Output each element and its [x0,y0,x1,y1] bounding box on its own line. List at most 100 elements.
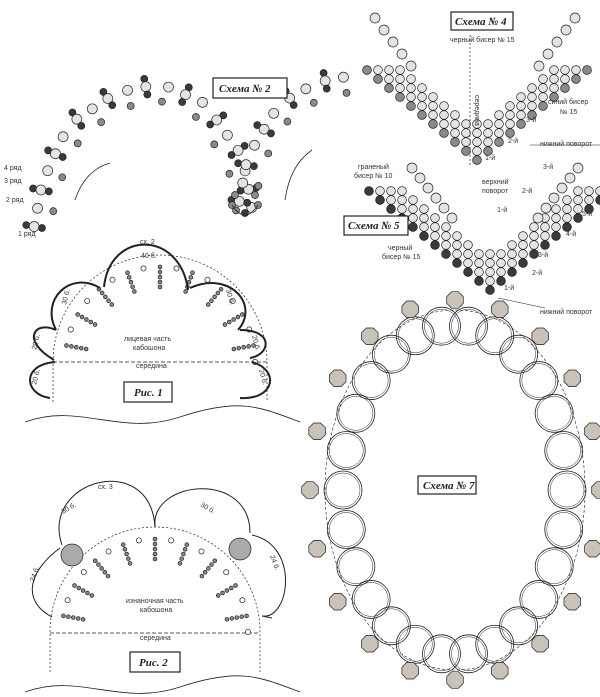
octagon-bead [361,327,379,345]
loop-30 [189,282,247,331]
bead [441,240,451,250]
bead [188,275,194,280]
bead [122,84,133,96]
scheme-7 [301,291,600,689]
bead [485,276,495,286]
scheme-4-title: Схема № 4 [455,16,507,28]
bead [68,108,77,117]
ring [351,580,391,619]
bead [472,146,482,156]
octagon-bead [308,422,326,440]
bead [430,222,440,232]
cabochon-back-label: изнаночная часть [126,598,184,605]
bead [483,137,493,147]
bead [80,617,86,622]
bead [538,83,548,93]
ring [351,361,391,400]
bead [206,566,211,571]
bead [237,177,249,189]
figure-2-title-box [129,651,181,673]
thread [231,204,259,216]
bead [212,558,218,564]
bead [463,267,473,277]
bead [215,290,221,296]
bead [83,346,89,352]
bead [319,69,328,77]
ring [534,547,574,587]
bead [538,92,548,102]
bead [102,569,108,575]
loop-24 [251,534,286,619]
middle-label: середина [473,95,480,126]
bead [364,186,374,196]
bead [408,204,418,214]
faceted-bead-label-2: бисер № 10 [354,172,392,180]
bead [430,231,440,241]
top-row-3: 3-й [543,163,553,171]
bead [441,249,451,259]
bead [122,547,128,552]
arrow-left [74,162,111,201]
bead [562,195,572,205]
bead [61,613,66,619]
bead [102,93,114,104]
bead [549,74,559,84]
bead [231,346,237,352]
scheme-5 [364,162,600,309]
bead [452,240,462,250]
bead [152,556,158,562]
bead [235,314,241,320]
bead [518,240,528,250]
ring [499,606,539,646]
bead [406,83,416,93]
bead [158,97,166,106]
bead [29,184,37,193]
bead [595,195,600,205]
bead [378,24,390,36]
ring [371,334,411,374]
black-bead-label: черный бисер № 15 [450,36,515,44]
bead [474,258,484,268]
bead [406,101,416,111]
bead-count-24-left: 24 б. [28,565,41,583]
bead [516,110,526,120]
bead [494,137,504,147]
bead [244,613,249,619]
bead [205,302,211,307]
bead [450,137,460,147]
bead [42,165,54,177]
bead [386,186,396,196]
ring-inner [521,582,557,617]
bead [157,274,163,280]
octagon-bead [329,593,347,611]
bead [441,231,451,241]
ring-inner [329,433,364,468]
ring [499,334,539,374]
bead [268,107,280,119]
bead [99,88,108,96]
bead [397,204,407,214]
bead [181,551,186,557]
bead [229,616,235,621]
bead [69,344,74,349]
bead-count-30-right: 30 б. [199,501,217,516]
bead [224,588,230,593]
bead [395,65,405,75]
bead [140,81,152,93]
bead [397,195,407,205]
bead [439,128,449,138]
ring [422,306,461,346]
bead [202,569,208,575]
bead [84,297,91,304]
bead [551,222,561,232]
ring-inner [546,512,581,547]
ring [547,470,587,510]
bead-count-20: 20 б. [30,333,42,350]
bead [58,173,67,182]
bead [551,36,563,48]
loop-30 [50,281,101,331]
bead [551,204,561,214]
octagon-bead [563,369,581,387]
bead [505,128,515,138]
row-1-label: 1 ряд [18,231,36,238]
